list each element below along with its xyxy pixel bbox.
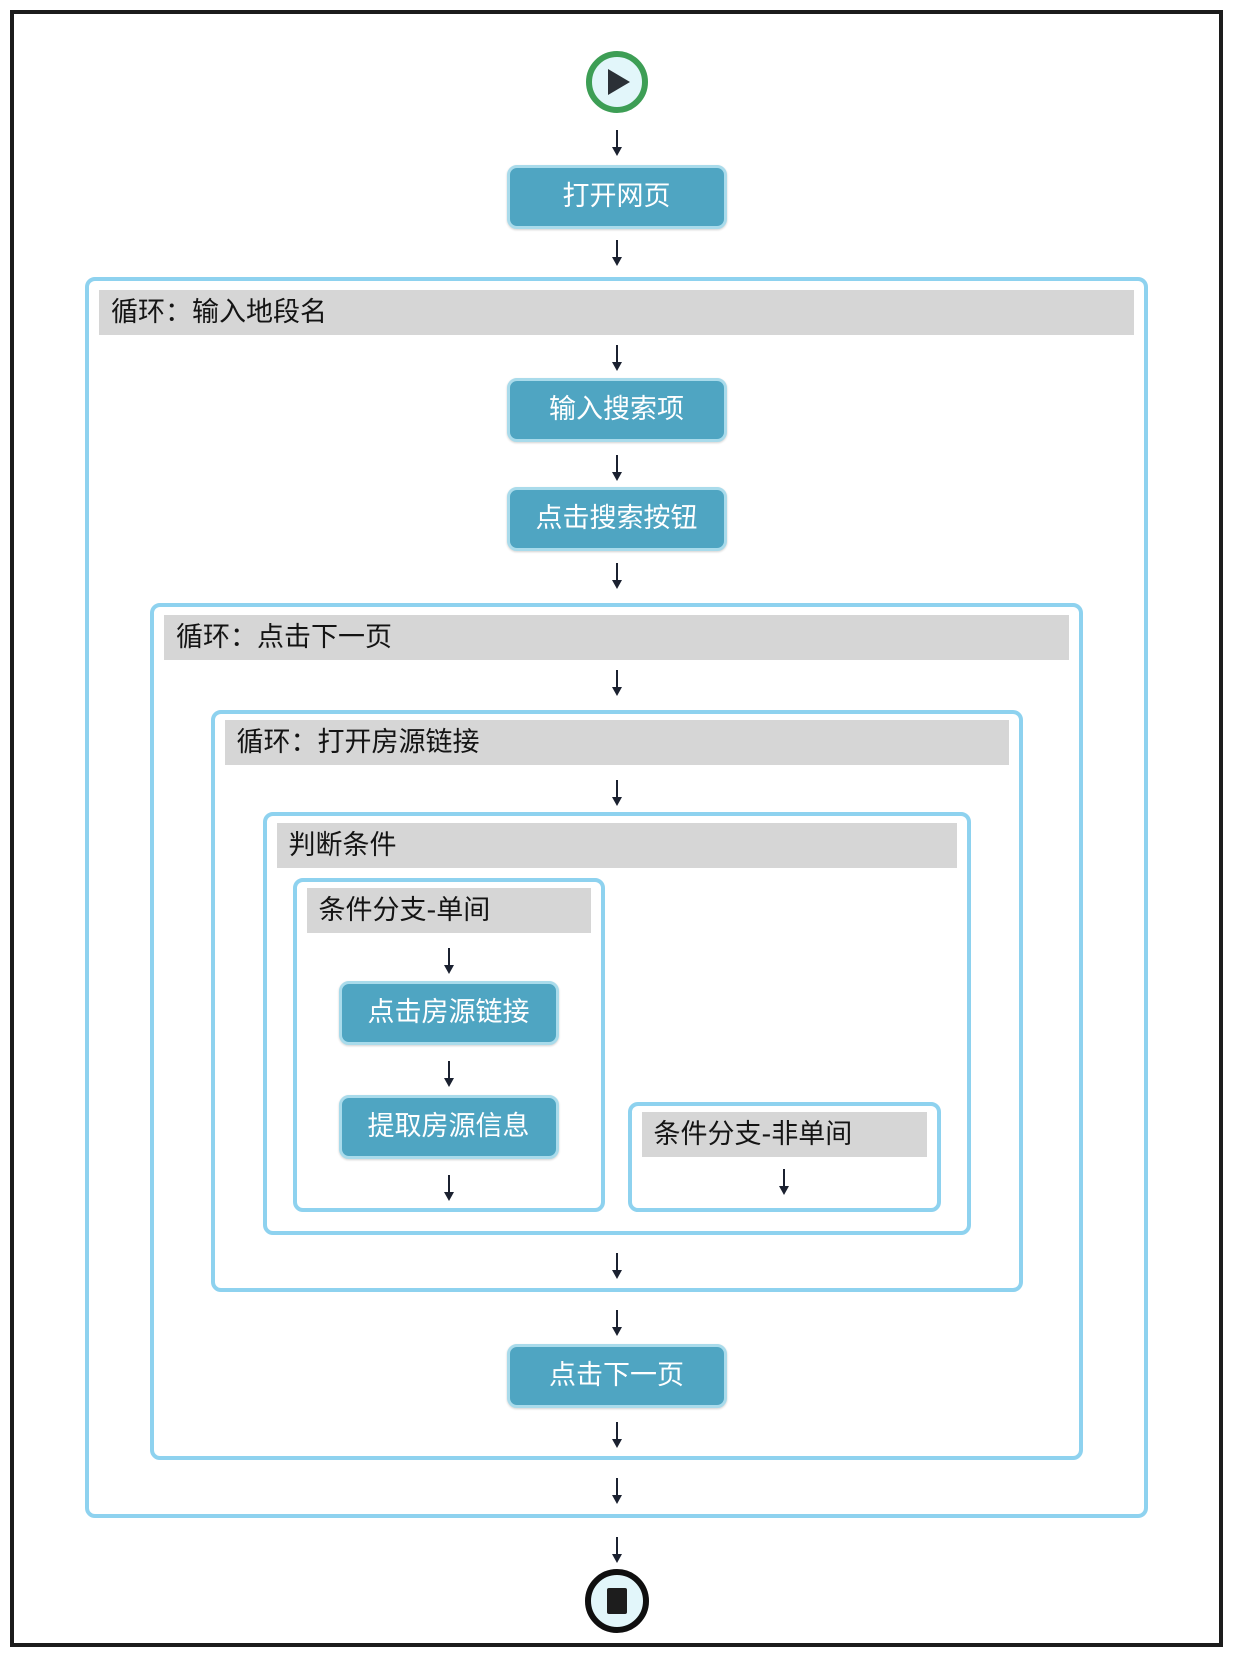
arrow-down-icon [611, 1537, 622, 1563]
node-click-next-page[interactable]: 点击下一页 [506, 1344, 727, 1408]
arrow-down-icon [611, 1422, 622, 1448]
loop-header-click-next-page[interactable]: 循环：点击下一页 [164, 615, 1069, 660]
stop-icon[interactable] [584, 1569, 649, 1633]
branch-header-single-room[interactable]: 条件分支-单间 [306, 888, 591, 933]
arrow-down-icon [611, 1310, 622, 1336]
outer-frame: 打开网页 循环：输入地段名 输入搜索项 点击搜索按钮 循环：点击下一页 [10, 10, 1223, 1647]
condition-header[interactable]: 判断条件 [276, 823, 957, 868]
condition-container: 判断条件 条件分支-单间 点击房源链接 [262, 812, 971, 1235]
node-open-webpage[interactable]: 打开网页 [506, 165, 727, 229]
arrow-down-icon [611, 1253, 622, 1279]
loop-header-input-area[interactable]: 循环：输入地段名 [99, 290, 1134, 335]
arrow-down-icon [611, 670, 622, 696]
arrow-down-icon [443, 1061, 454, 1087]
arrow-down-icon [443, 948, 454, 974]
flow-canvas: 打开网页 循环：输入地段名 输入搜索项 点击搜索按钮 循环：点击下一页 [14, 14, 1219, 1643]
arrow-down-icon [611, 1478, 622, 1504]
branch-header-non-single-room[interactable]: 条件分支-非单间 [641, 1112, 927, 1157]
arrow-down-icon [779, 1169, 789, 1195]
play-triangle-icon [608, 69, 630, 95]
arrow-down-icon [611, 345, 622, 371]
loop-container-open-listing-links: 循环：打开房源链接 判断条件 条件分支-单间 [210, 710, 1023, 1292]
loop-container-input-area: 循环：输入地段名 输入搜索项 点击搜索按钮 循环：点击下一页 循 [85, 277, 1148, 1518]
node-click-listing-link[interactable]: 点击房源链接 [338, 981, 559, 1045]
condition-branches-row: 条件分支-单间 点击房源链接 提取房源信息 [267, 878, 967, 1212]
loop-container-click-next-page: 循环：点击下一页 循环：打开房源链接 判断条件 [150, 603, 1083, 1460]
start-icon[interactable] [585, 51, 648, 113]
node-extract-listing-info[interactable]: 提取房源信息 [338, 1095, 559, 1159]
stop-square-icon [606, 1588, 627, 1614]
branch-container-non-single-room: 条件分支-非单间 [627, 1102, 941, 1212]
arrow-down-icon [611, 563, 622, 589]
arrow-down-icon [611, 240, 622, 266]
node-click-search-button[interactable]: 点击搜索按钮 [506, 487, 727, 551]
branch-container-single-room: 条件分支-单间 点击房源链接 提取房源信息 [292, 878, 605, 1212]
arrow-down-icon [443, 1175, 454, 1201]
arrow-down-icon [611, 455, 622, 481]
loop-header-open-listing-links[interactable]: 循环：打开房源链接 [224, 720, 1009, 765]
node-enter-search-term[interactable]: 输入搜索项 [506, 378, 727, 442]
arrow-down-icon [611, 130, 622, 156]
arrow-down-icon [611, 780, 622, 806]
